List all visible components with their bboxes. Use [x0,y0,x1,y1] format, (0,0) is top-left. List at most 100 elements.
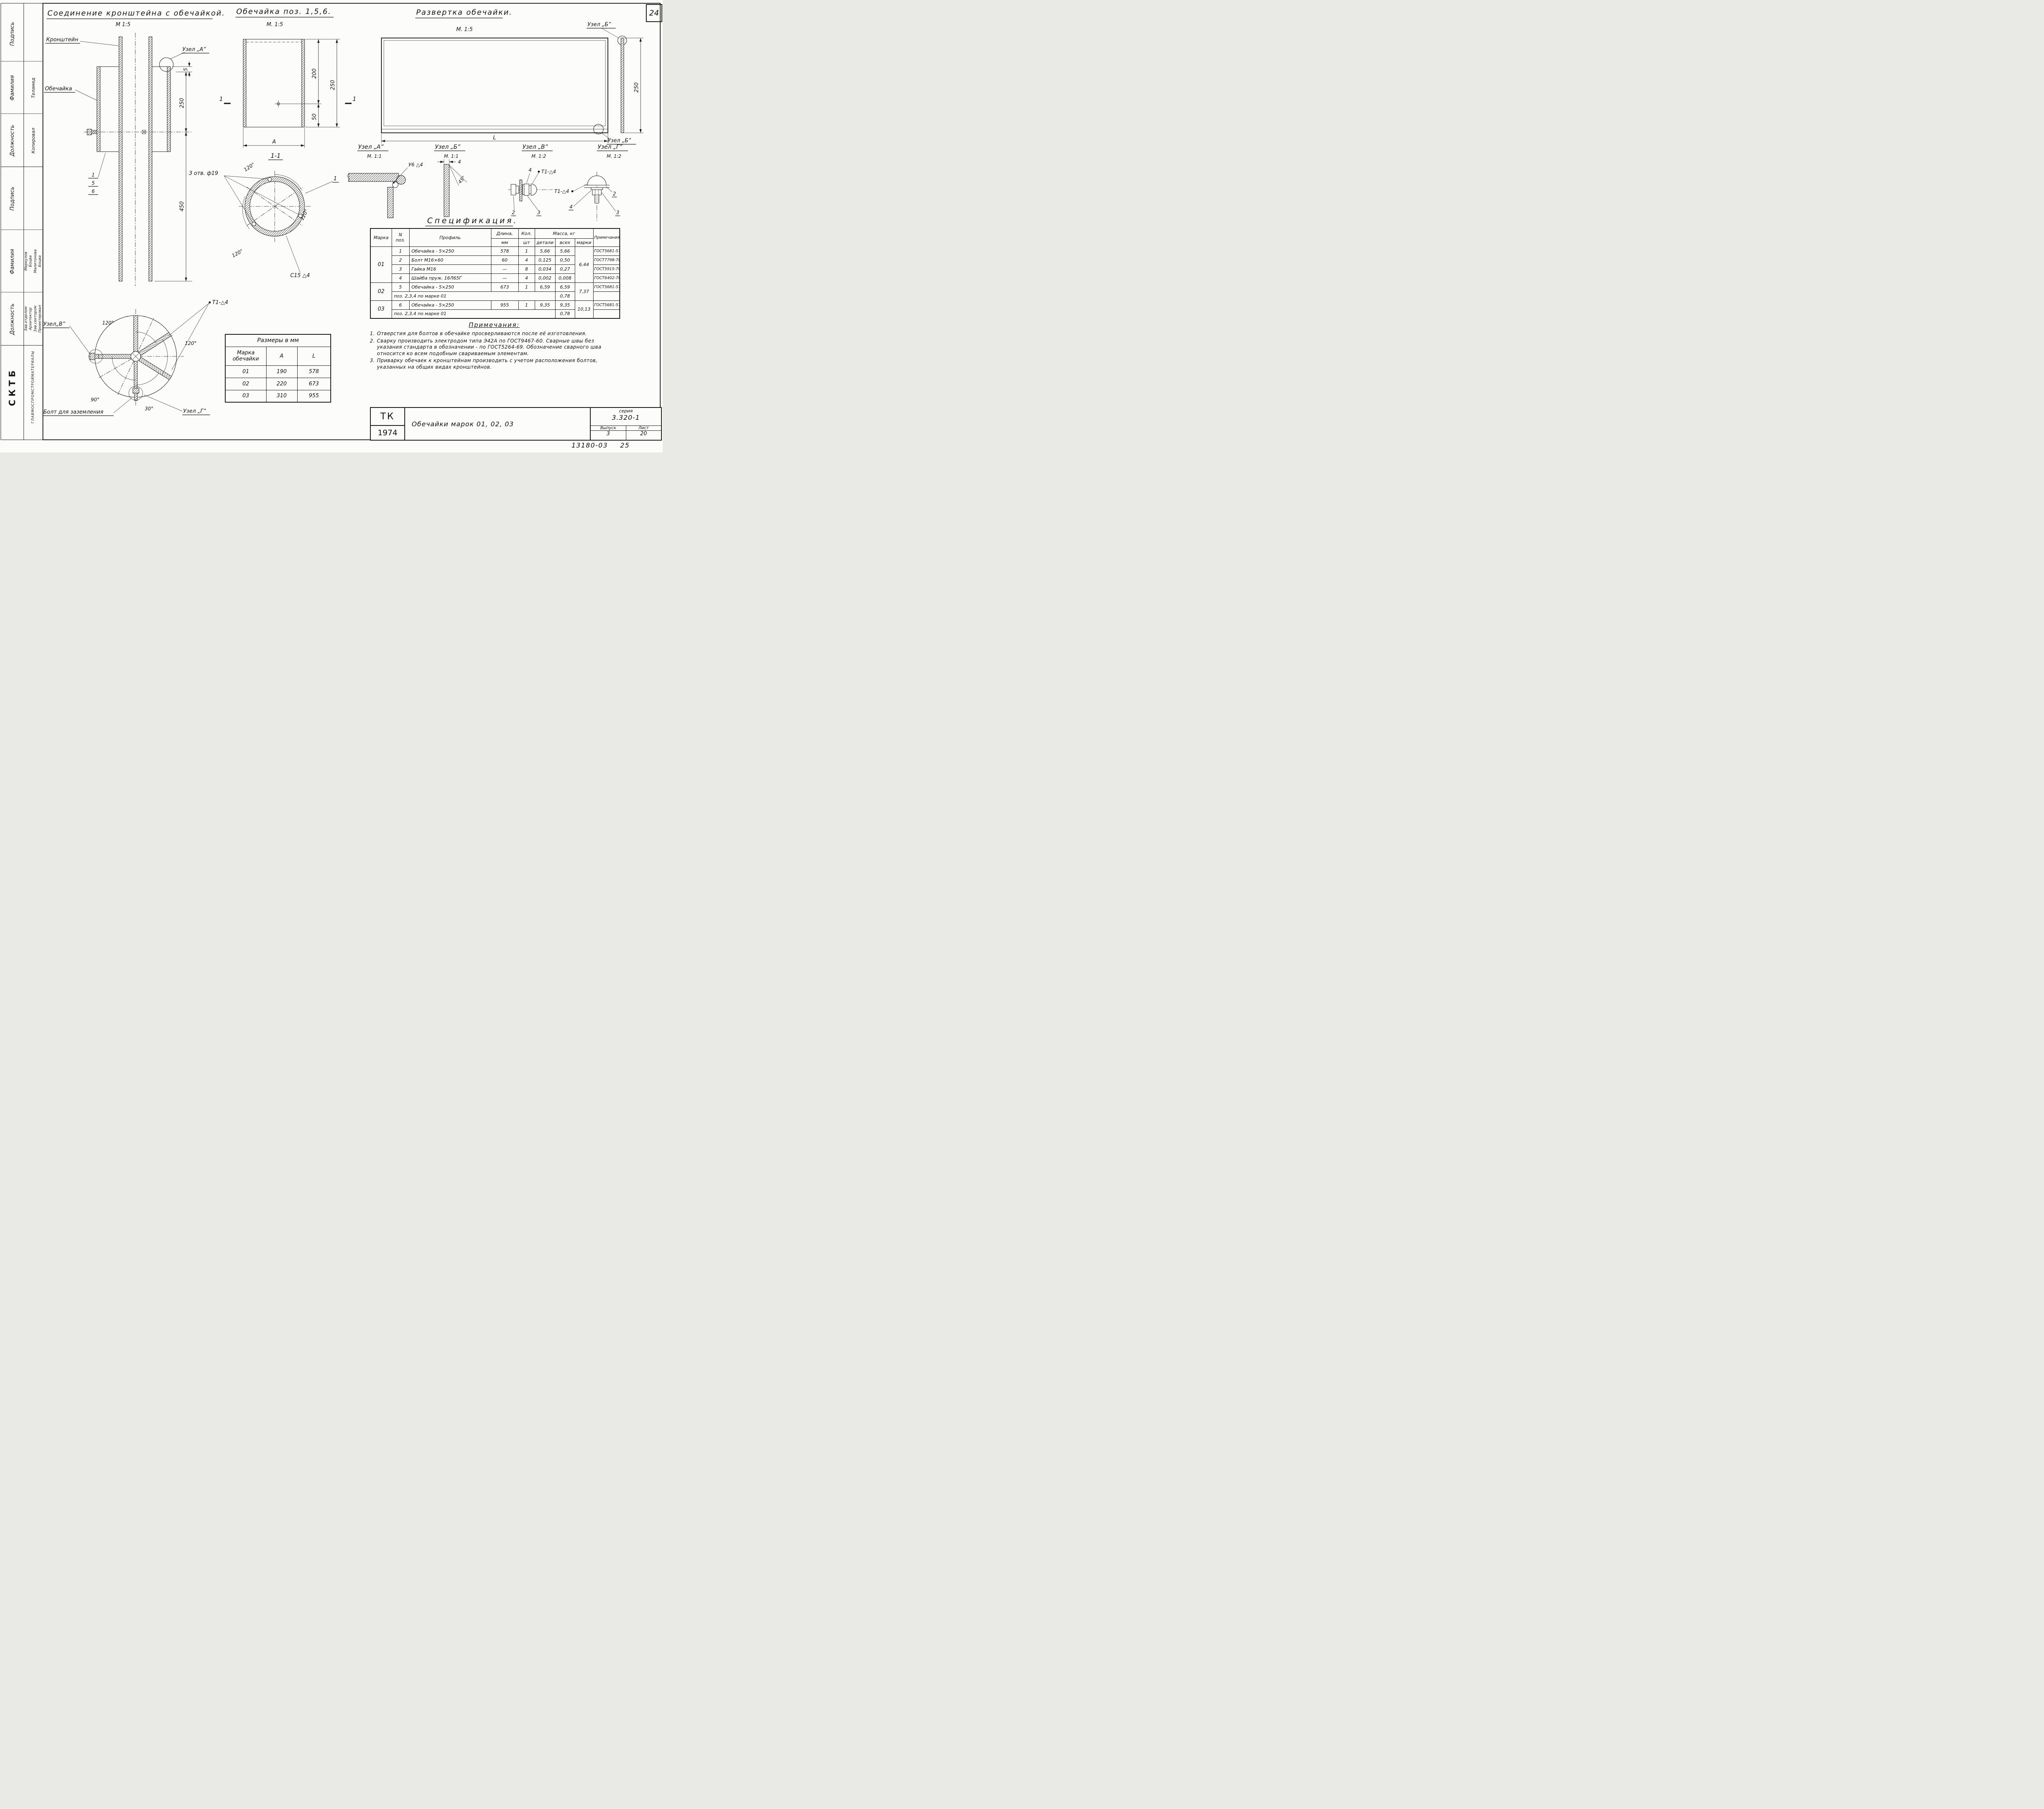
series-label: серия [619,408,633,414]
callout-pos1: 1 [334,176,337,182]
node-b-scale: М. 1:1 [444,153,459,159]
section-mark-right: 1 [353,96,356,103]
spec-row: 02 5 Обечайка - 5×250 673 1 6,59 6,59 7,… [370,282,620,301]
notes-title: Примечания: [468,321,520,329]
spec-header: Кол. [518,228,535,239]
node-b-label-top: Узел „Б” [587,22,611,28]
node-v-c3: 3 [537,210,540,215]
sidebar: Подпись Фамилия Должность Теламед Копиро… [0,0,43,452]
sidebar-family-bottom: Фамилия [9,249,16,274]
note-item: 3. Приварку обечаек к кронштейнам произв… [370,358,598,370]
plan-node-v-label: Узел„В” [43,321,65,327]
view-development: Развертка обечайки. М. 1:5 Узел „Б” Узел… [381,8,643,145]
page-number-box: 24 [646,4,662,22]
spec-cell [593,291,620,301]
sidebar-name-0: Меркулов [24,251,28,271]
spec-mark-weight-02: 7,37 [574,282,594,301]
spec-cell: ГОСТ7798-70 [593,255,620,265]
view3-scale: М. 1:5 [456,27,473,33]
spec-cell: ГОСТ5681-57 [593,282,620,292]
node-v-title: Узел „В” [522,144,548,150]
sidebar-name-2: Малитонова [34,249,38,273]
spec-cell: 4 [518,255,535,265]
title-block: ТК 1974 Обечайки марок 01, 02, 03 серия … [370,407,662,441]
plan-node-g-label: Узел „Г” [183,408,206,414]
spec-header-row: мм шт детали всех марки [370,238,620,247]
spec-cell: ГОСТ5681-57 [593,300,620,310]
dim-250c: 250 [634,83,640,93]
sizes-header: А [266,346,298,366]
dim-5: 5 [183,68,188,71]
spec-mark-02: 02 [370,282,392,301]
sizes-row: 03 310 955 [225,390,331,403]
node-v-weld: Т1-△4 [541,169,556,175]
spec-header: Примечания [593,228,620,247]
dim-450: 450 [179,201,185,212]
spec-cell: 3 [391,264,410,274]
spec-cell: Обечайка - 5×250 [409,246,491,256]
spec-cell: — [491,273,519,283]
spec-header: Марка [370,228,392,247]
view-section-1-1: 1-1 3 отв. ф19 120° 120° 120° 1 С15 △4 [189,152,339,279]
spec-mark-01: 01 [370,246,392,283]
spec-cell: 6,59 [555,282,575,292]
spec-cell: Болт М16×60 [409,255,491,265]
sizes-row: 01 190 578 [225,365,331,378]
node-a-label: Узел „А” [182,47,206,53]
spec-cell: 6,59 [534,282,556,292]
title-block-series: серия 3.320-1 Выпуск 3 Лист 20 [591,408,661,440]
sidebar-org: СКТБ [7,367,17,406]
spec-header: Масса, кг [534,228,594,239]
spec-cell: 5,66 [555,246,575,256]
spec-mark-weight-03: 10,13 [574,300,594,319]
spec-mark-weight-01: 6,44 [574,246,594,283]
pos-1: 1 [92,172,95,178]
view-shell-plan: Узел„В” Т1-△4 120° 120° 90° 30° Болт для… [43,300,228,416]
sidebar-role-top: Должность [9,125,16,157]
notes-block: Примечания: 1. Отверстия для болтов в об… [369,321,619,372]
spec-header: шт [518,238,535,247]
node-b-dim4: 4 [458,159,461,165]
sheet-frame [0,3,661,440]
spec-cell: 0,78 [555,291,575,301]
node-v-c2: 2 [512,210,515,215]
sizes-header: L [297,346,331,366]
note-item: 2. Сварку производить электродом типа Э4… [370,338,602,356]
spec-cell: 9,35 [555,300,575,310]
spec-cell: поз. 2,3,4 по марке 01 [391,291,556,301]
plan-angle-120b: 120° [185,340,197,346]
sizes-row: 02 220 673 [225,377,331,390]
view2-scale: М. 1:5 [267,22,283,28]
node-a-weld-label: У6 △4 [408,162,423,168]
spec-cell: 0,125 [534,255,556,265]
dim-A: А [272,139,276,145]
node-b-angle: 45° [457,175,467,185]
view1-title: Соединение кронштейна с обечайкой. [47,9,225,18]
spec-title: Спецификация. [427,216,518,225]
view2-title: Обечайка поз. 1,5,6. [236,7,332,16]
drawing-title: Обечайки марок 01, 02, 03 [405,408,591,440]
ground-bolt-label: Болт для заземления [43,409,103,415]
holes-callout: 3 отв. ф19 [189,170,218,177]
sidebar-sign-bottom: Подпись [9,186,16,211]
node-g-weld: Т1-△4 [554,188,569,194]
stamp-tk: ТК [371,408,404,426]
plan-angle-90: 90° [91,397,99,403]
shell-label: Обечайка [45,86,72,92]
sidebar-sign-top: Подпись [9,22,16,46]
angle-120-c: 120° [231,248,244,259]
detail-node-a: Узел „А” М. 1:1 У6 △4 [347,144,423,218]
section-mark-left: 1 [220,96,223,103]
spec-row: поз. 2,3,4 по марке 01 0,78 [370,309,620,319]
spec-cell: 0,008 [555,273,575,283]
angle-120-a: 120° [243,161,256,172]
spec-cell: — [491,264,519,274]
view1-scale: М 1:5 [116,22,130,28]
spec-cell: 2 [391,255,410,265]
spec-cell: 0,78 [555,309,575,319]
spec-header: всех [555,238,575,247]
